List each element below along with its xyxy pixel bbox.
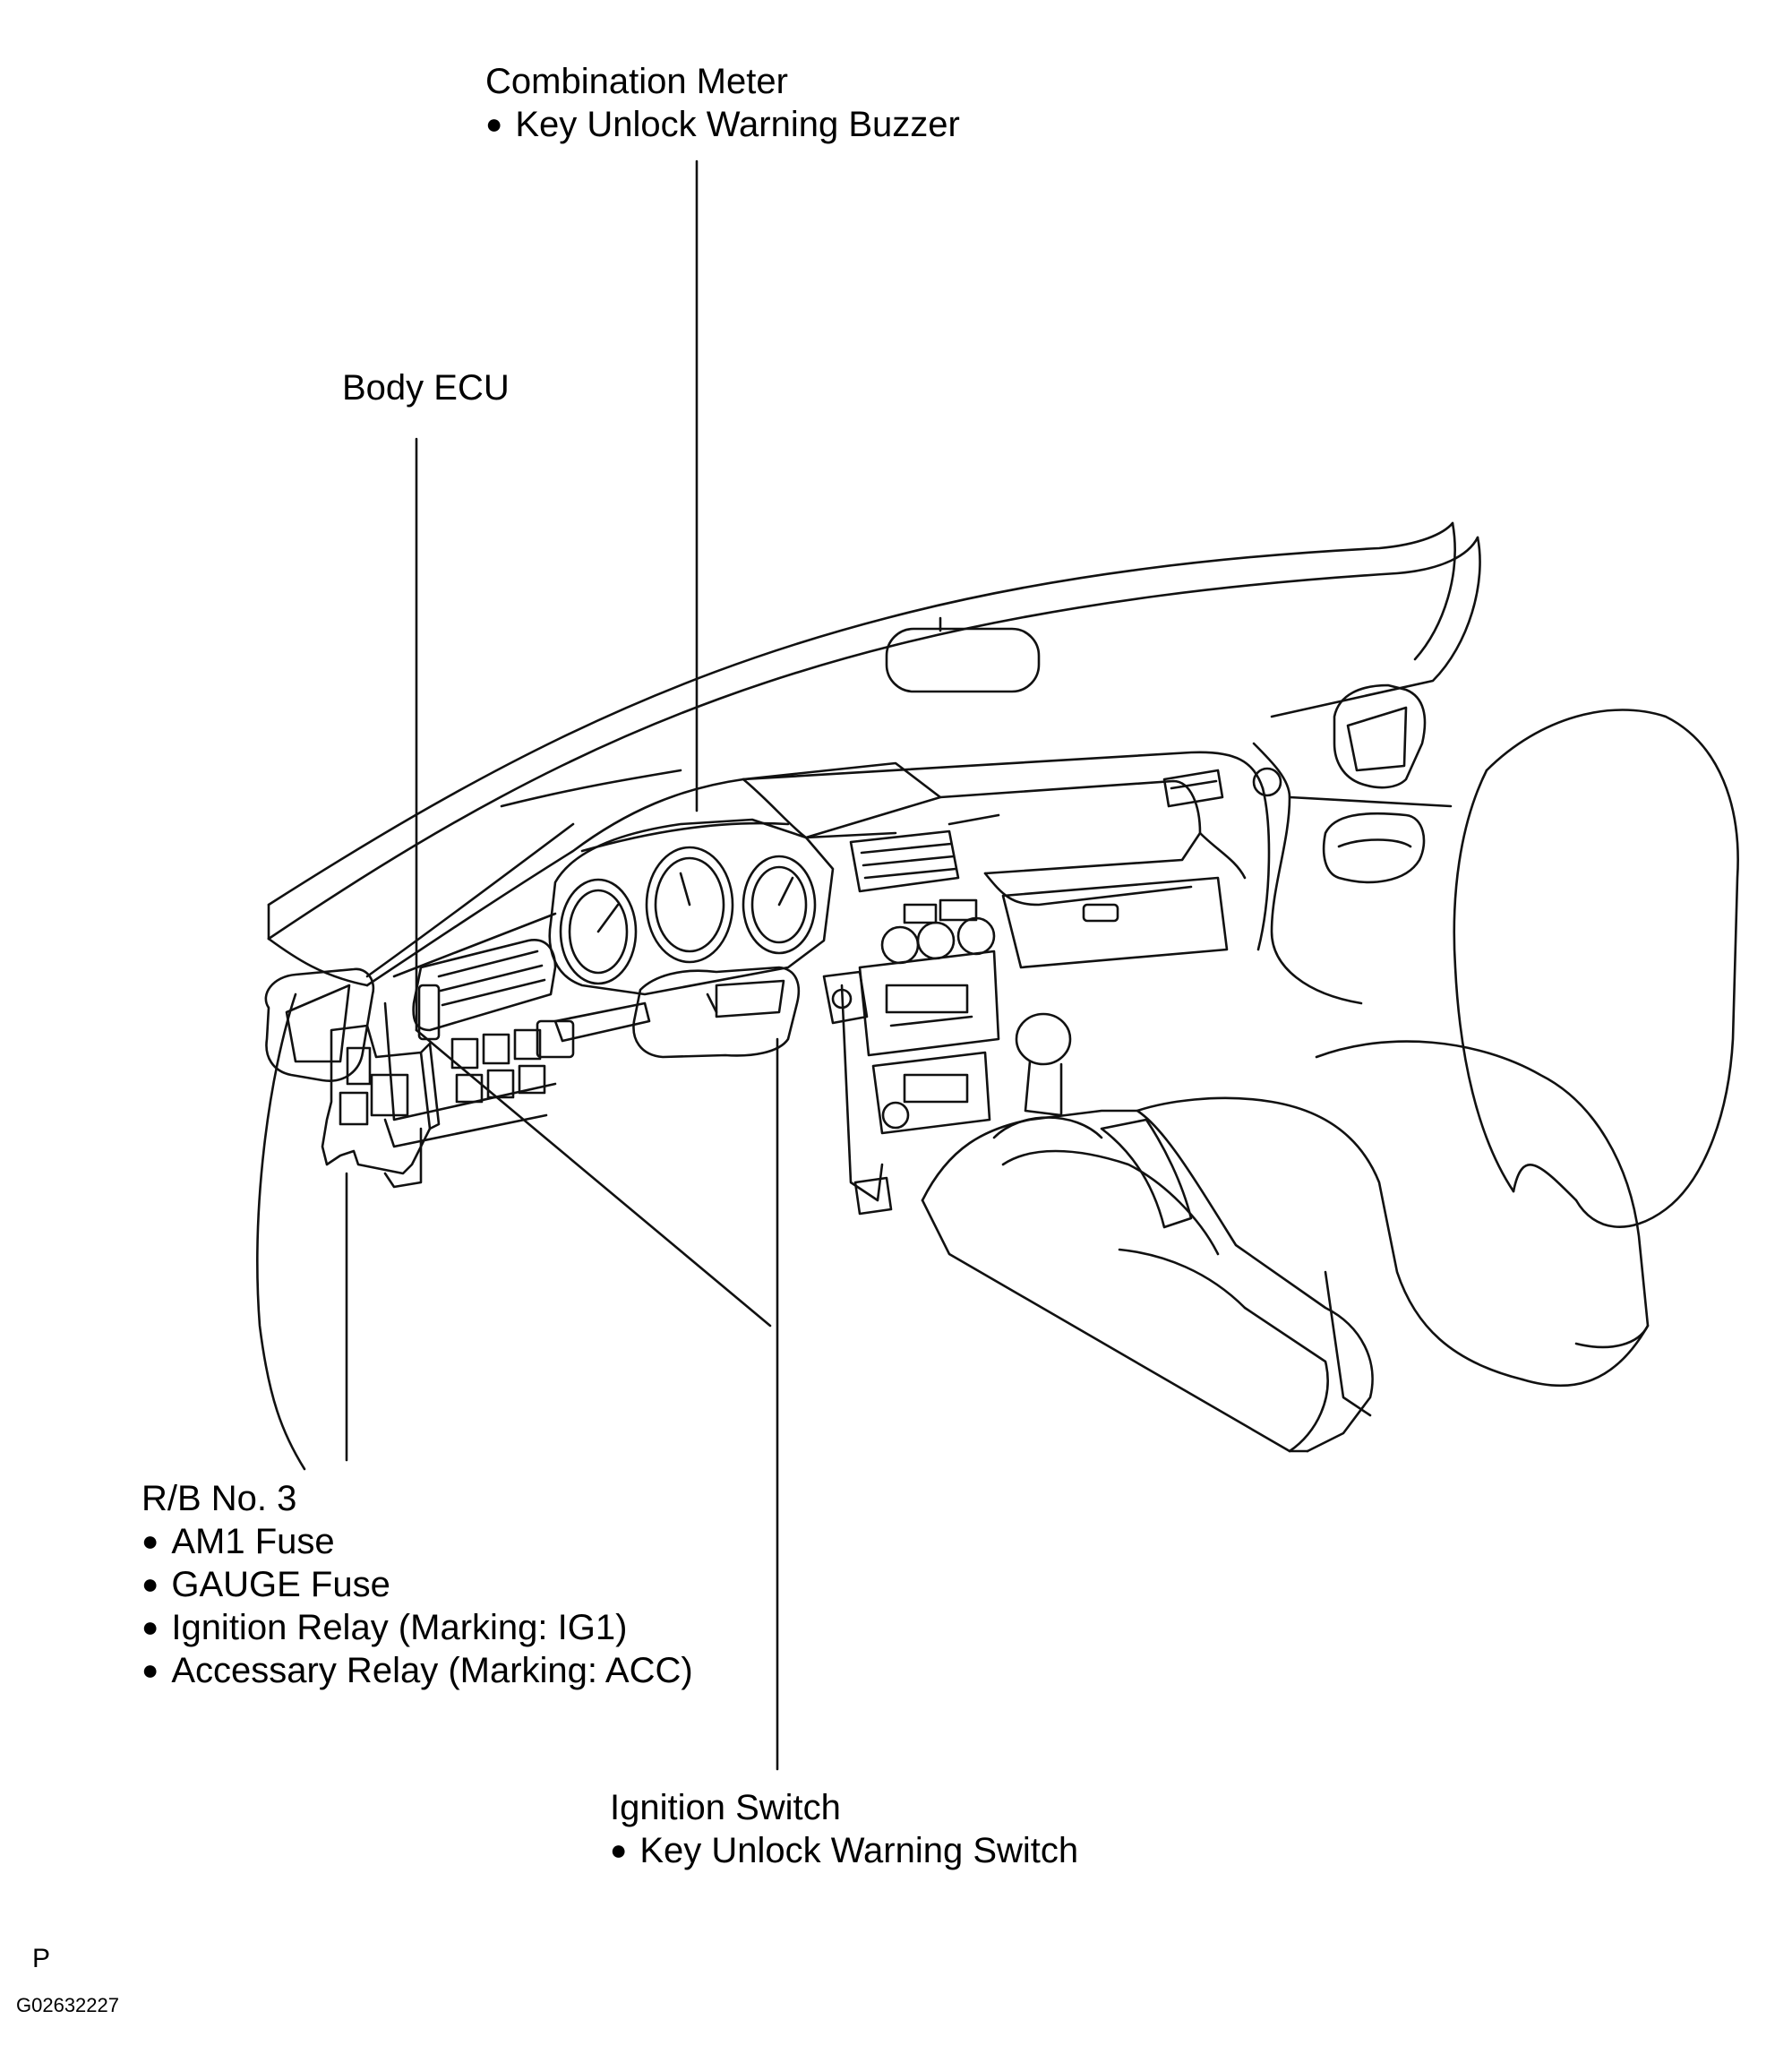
ignition-switch-drawing — [822, 970, 869, 1025]
leader-body-ecu-ext — [415, 1028, 772, 1328]
rearview-mirror — [885, 627, 1041, 693]
left-switch-panel — [450, 1019, 575, 1104]
floor-console — [921, 1109, 1374, 1453]
center-console — [840, 813, 1000, 1216]
rb-no3-item-acc: Accessary Relay (Marking: ACC) — [141, 1649, 692, 1692]
combination-meter-title: Combination Meter — [485, 62, 788, 101]
ignition-switch-label: Ignition Switch Key Unlock Warning Switc… — [610, 1787, 1078, 1872]
right-side-mirror — [1333, 683, 1427, 789]
right-door — [1252, 742, 1453, 1005]
parking-brake — [1100, 1118, 1193, 1229]
combination-meter-item: Key Unlock Warning Buzzer — [485, 103, 959, 146]
ignition-switch-item: Key Unlock Warning Switch — [610, 1829, 1078, 1872]
left-air-vent — [412, 939, 557, 1041]
steering-column — [553, 966, 801, 1059]
rb-no3-item-gauge: GAUGE Fuse — [141, 1563, 693, 1606]
glove-box — [1001, 876, 1229, 969]
combination-meter-drawing — [548, 818, 835, 996]
right-vent — [1162, 769, 1224, 808]
rb-no3-title: R/B No. 3 — [141, 1479, 297, 1518]
left-side-mirror — [264, 967, 375, 1082]
rb-no3-item-am1: AM1 Fuse — [141, 1520, 693, 1563]
left-pillar — [256, 822, 575, 1471]
dashboard — [365, 751, 1271, 1148]
rb-no3-label: R/B No. 3 AM1 Fuse GAUGE Fuse Ignition R… — [141, 1478, 693, 1692]
body-ecu-label: Body ECU — [342, 367, 510, 409]
passenger-seat — [1136, 709, 1739, 1417]
ignition-switch-title: Ignition Switch — [610, 1788, 841, 1827]
body-ecu-title: Body ECU — [342, 368, 510, 408]
footer-letter: P — [32, 1944, 51, 1973]
rb-no3-item-ig1: Ignition Relay (Marking: IG1) — [141, 1606, 693, 1649]
gear-shifter — [992, 1012, 1103, 1139]
combination-meter-label: Combination Meter Key Unlock Warning Buz… — [485, 61, 960, 146]
windshield-frame — [267, 521, 1481, 941]
relay-block-drawing — [321, 1024, 441, 1189]
figure-code: G02632227 — [16, 1994, 119, 2016]
